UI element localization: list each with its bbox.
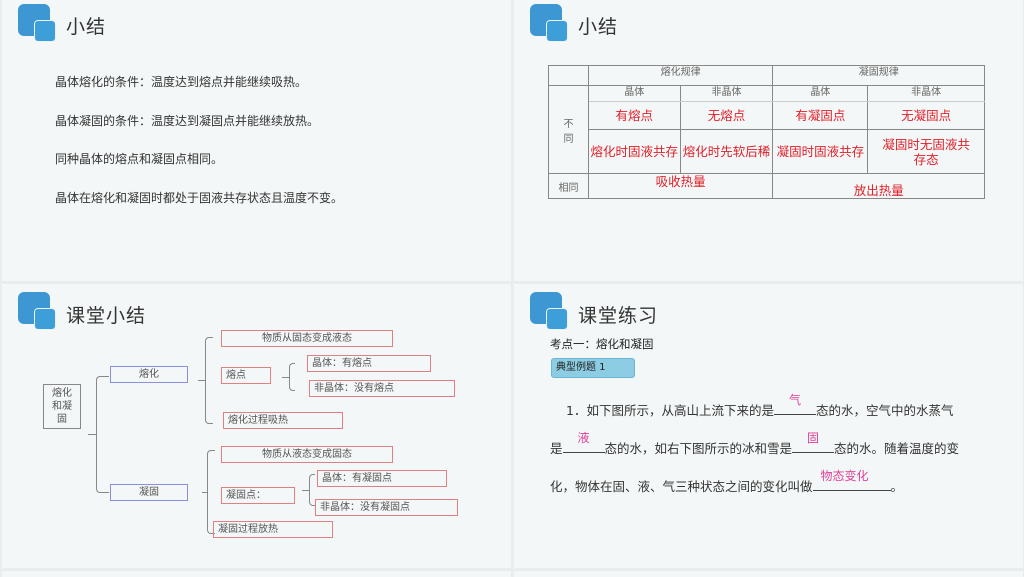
slide-partial-bottom-right[interactable] xyxy=(514,571,1023,577)
table-cell: 凝固时无固液共存态 xyxy=(867,129,985,174)
table-cell: 有凝固点 xyxy=(772,101,869,130)
tick xyxy=(103,376,109,377)
answer-blank[interactable]: 液 xyxy=(562,431,605,453)
answer-blank[interactable]: 固 xyxy=(792,431,835,453)
solidifying-definition[interactable]: 物质从液态变成固态 xyxy=(221,446,393,463)
tick xyxy=(302,490,309,491)
summary-list: 晶体熔化的条件：温度达到熔点并能继续吸热。 晶体凝固的条件：温度达到凝固点并能继… xyxy=(55,74,343,228)
slide-mindmap[interactable]: 课堂小结 熔化 和凝 固 熔化 物质从固态变成液态 熔点 晶体：有熔点 非晶体：… xyxy=(2,284,511,568)
melting-heat[interactable]: 熔化过程吸热 xyxy=(223,412,343,429)
subheader: 非晶体 xyxy=(679,85,774,102)
brace-solidifying-point xyxy=(309,474,315,506)
slide-title: 小结 xyxy=(66,16,107,38)
question-segment: 是 xyxy=(550,441,563,456)
mindmap-melting[interactable]: 熔化 xyxy=(110,366,188,383)
answer-text: 液 xyxy=(577,431,590,445)
summary-line: 晶体凝固的条件：温度达到凝固点并能继续放热。 xyxy=(55,113,320,128)
mindmap-solidifying[interactable]: 凝固 xyxy=(110,484,188,501)
logo-squares-icon xyxy=(530,4,570,44)
table-cell: 吸收热量 xyxy=(587,173,774,199)
question-segment: 1．如下图所示，从高山上流下来的是 xyxy=(566,403,774,418)
table-cell: 有熔点 xyxy=(587,101,681,130)
logo-squares-icon xyxy=(18,4,58,44)
slide-title: 小结 xyxy=(578,16,619,38)
table-cell: 熔化时先软后稀 xyxy=(679,129,774,174)
subheader: 晶体 xyxy=(772,85,869,102)
answer-blank[interactable]: 物态变化 xyxy=(812,469,891,491)
example-badge: 典型例题 1 xyxy=(551,358,635,378)
slide-summary-table[interactable]: 小结 熔化规律 凝固规律 不 同 晶体 非晶体 晶体 非晶体 有熔点 无熔点 xyxy=(514,0,1023,281)
table-cell: 无凝固点 xyxy=(867,101,985,130)
subheader: 非晶体 xyxy=(867,85,985,102)
solidifying-point[interactable]: 凝固点： xyxy=(221,487,295,504)
melting-point[interactable]: 熔点 xyxy=(221,367,271,384)
answer-text: 物态变化 xyxy=(820,469,869,483)
slide-partial-bottom-left[interactable] xyxy=(2,571,511,577)
same-label: 相同 xyxy=(548,173,589,199)
slide-summary-text[interactable]: 小结 晶体熔化的条件：温度达到熔点并能继续吸热。 晶体凝固的条件：温度达到凝固点… xyxy=(2,0,511,281)
summary-line: 晶体在熔化和凝固时都处于固液共存状态且温度不变。 xyxy=(55,190,344,205)
solidifying-heat[interactable]: 凝固过程放热 xyxy=(213,521,333,538)
tick xyxy=(202,492,207,493)
table-cell: 凝固时固液共存 xyxy=(772,129,869,174)
tick xyxy=(198,380,205,381)
tick xyxy=(103,492,109,493)
answer-text: 气 xyxy=(788,393,801,407)
diff-label-char: 同 xyxy=(563,133,574,145)
root-line: 熔化 xyxy=(52,388,72,399)
subheader: 晶体 xyxy=(587,85,681,102)
root-line: 和凝 xyxy=(52,401,72,412)
logo-squares-icon xyxy=(18,292,58,332)
mindmap-root[interactable]: 熔化 和凝 固 xyxy=(43,384,81,429)
brace-melting xyxy=(205,337,213,424)
header-melting: 熔化规律 xyxy=(587,65,774,86)
summary-line: 同种晶体的熔点和凝固点相同。 xyxy=(55,152,224,166)
brace-solidifying xyxy=(207,450,215,534)
table-corner xyxy=(548,65,589,86)
melting-crystal[interactable]: 晶体：有熔点 xyxy=(307,355,431,372)
diff-label: 不 同 xyxy=(548,85,589,174)
answer-text: 固 xyxy=(807,431,820,445)
solidifying-crystal[interactable]: 晶体：有凝固点 xyxy=(317,470,447,487)
summary-line: 晶体熔化的条件：温度达到熔点并能继续吸热。 xyxy=(55,75,308,89)
melting-non-crystal[interactable]: 非晶体：没有熔点 xyxy=(309,380,455,397)
key-point: 考点一：熔化和凝固 xyxy=(550,337,654,351)
header-solidifying: 凝固规律 xyxy=(772,65,985,86)
question-segment: 态的水，如右下图所示的冰和雪是 xyxy=(604,441,793,456)
brace-root xyxy=(96,376,104,493)
brace-melting-point xyxy=(289,363,295,391)
comparison-table: 熔化规律 凝固规律 不 同 晶体 非晶体 晶体 非晶体 有熔点 无熔点 有凝固点… xyxy=(548,65,985,199)
answer-blank[interactable]: 气 xyxy=(773,393,816,415)
question-segment: 态的水，空气中的水蒸气 xyxy=(815,403,954,418)
logo-squares-icon xyxy=(530,292,570,332)
diff-label-char: 不 xyxy=(563,118,574,130)
slide-title: 课堂小结 xyxy=(66,305,147,327)
slide-title: 课堂练习 xyxy=(578,305,659,327)
table-cell: 放出热量 xyxy=(772,173,985,199)
table-cell: 熔化时固液共存 xyxy=(587,129,681,174)
question-segment: 。 xyxy=(890,479,904,494)
question-segment: 态的水。随着温度的变 xyxy=(834,441,960,456)
question-segment: 化，物体在固、液、气三种状态之间的变化叫做 xyxy=(550,479,813,494)
root-line: 固 xyxy=(57,414,67,425)
melting-definition[interactable]: 物质从固态变成液态 xyxy=(221,330,393,347)
solidifying-non-crystal[interactable]: 非晶体：没有凝固点 xyxy=(315,499,458,516)
tick xyxy=(88,434,96,435)
question-text: 1．如下图所示，从高山上流下来的是气态的水，空气中的水蒸气 是液态的水，如右下图… xyxy=(550,392,990,506)
tick xyxy=(282,377,289,378)
table-cell: 无熔点 xyxy=(679,101,774,130)
slide-exercise[interactable]: 课堂练习 考点一：熔化和凝固 典型例题 1 1．如下图所示，从高山上流下来的是气… xyxy=(514,284,1023,568)
